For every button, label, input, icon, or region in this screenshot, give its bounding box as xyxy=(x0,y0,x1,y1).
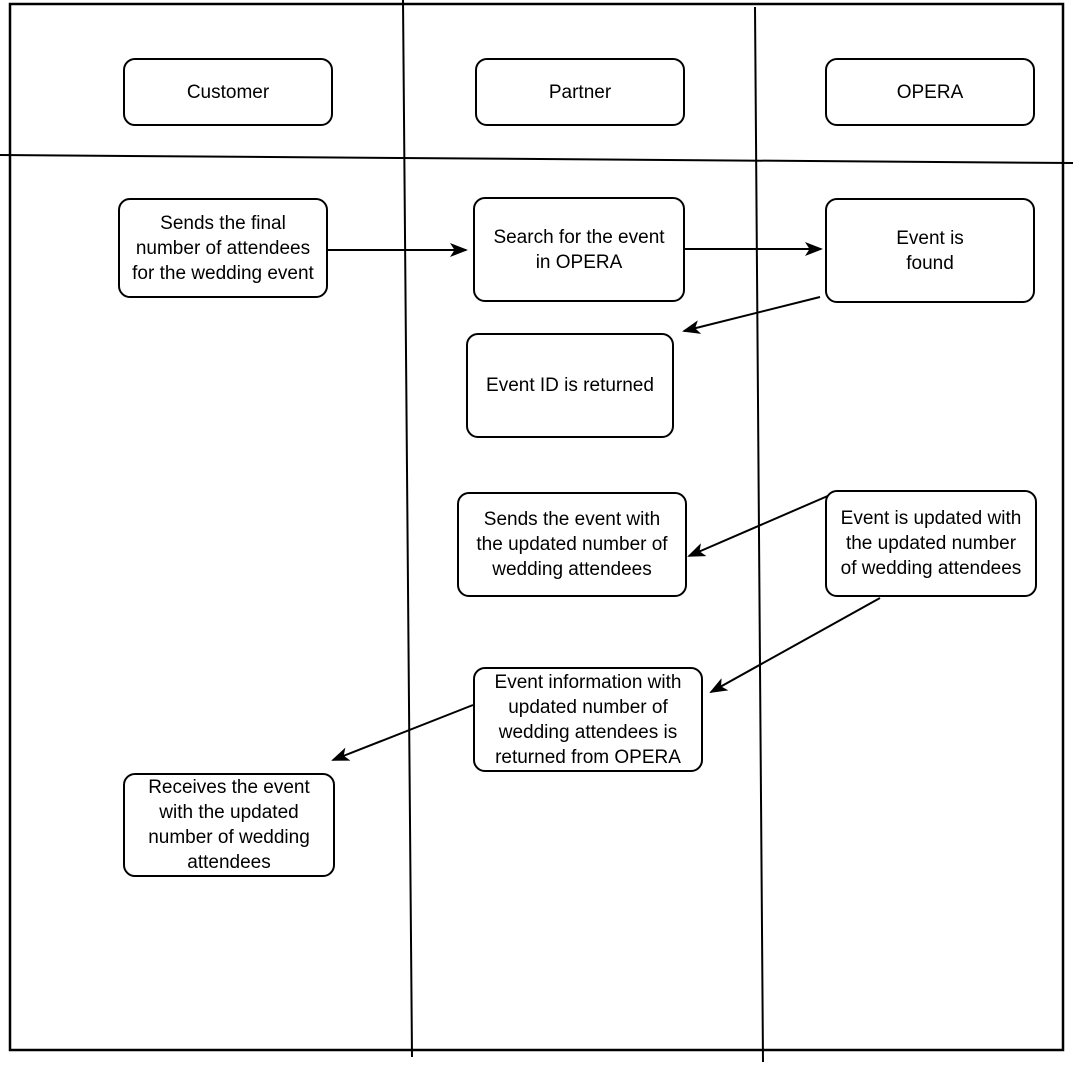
lane-divider-left xyxy=(402,0,413,1058)
diagram-frame xyxy=(8,2,1065,1052)
lane-header-customer: Customer xyxy=(123,58,333,126)
header-separator-line xyxy=(0,154,1073,164)
node-receives-updated-event: Receives the event with the updated numb… xyxy=(123,773,335,877)
edge-event-updated-to-sends-event-arrow xyxy=(687,494,831,557)
node-sends-updated-event: Sends the event with the updated number … xyxy=(457,492,687,597)
edge-event-found-to-event-id-arrow xyxy=(682,296,821,334)
node-event-info-returned: Event information with updated number of… xyxy=(473,667,703,772)
lane-header-opera: OPERA xyxy=(825,58,1035,126)
node-event-found: Event is found xyxy=(825,198,1035,303)
lane-header-partner: Partner xyxy=(475,58,685,126)
node-search-event: Search for the event in OPERA xyxy=(473,197,685,302)
edge-event-info-to-receives-event-arrow xyxy=(331,704,474,761)
edge-event-updated-to-event-info-arrow xyxy=(709,597,881,693)
node-event-id-returned: Event ID is returned xyxy=(466,333,674,438)
lane-divider-right xyxy=(754,6,764,1063)
node-event-updated: Event is updated with the updated number… xyxy=(825,490,1037,597)
node-send-final-attendees: Sends the final number of attendees for … xyxy=(118,198,328,298)
